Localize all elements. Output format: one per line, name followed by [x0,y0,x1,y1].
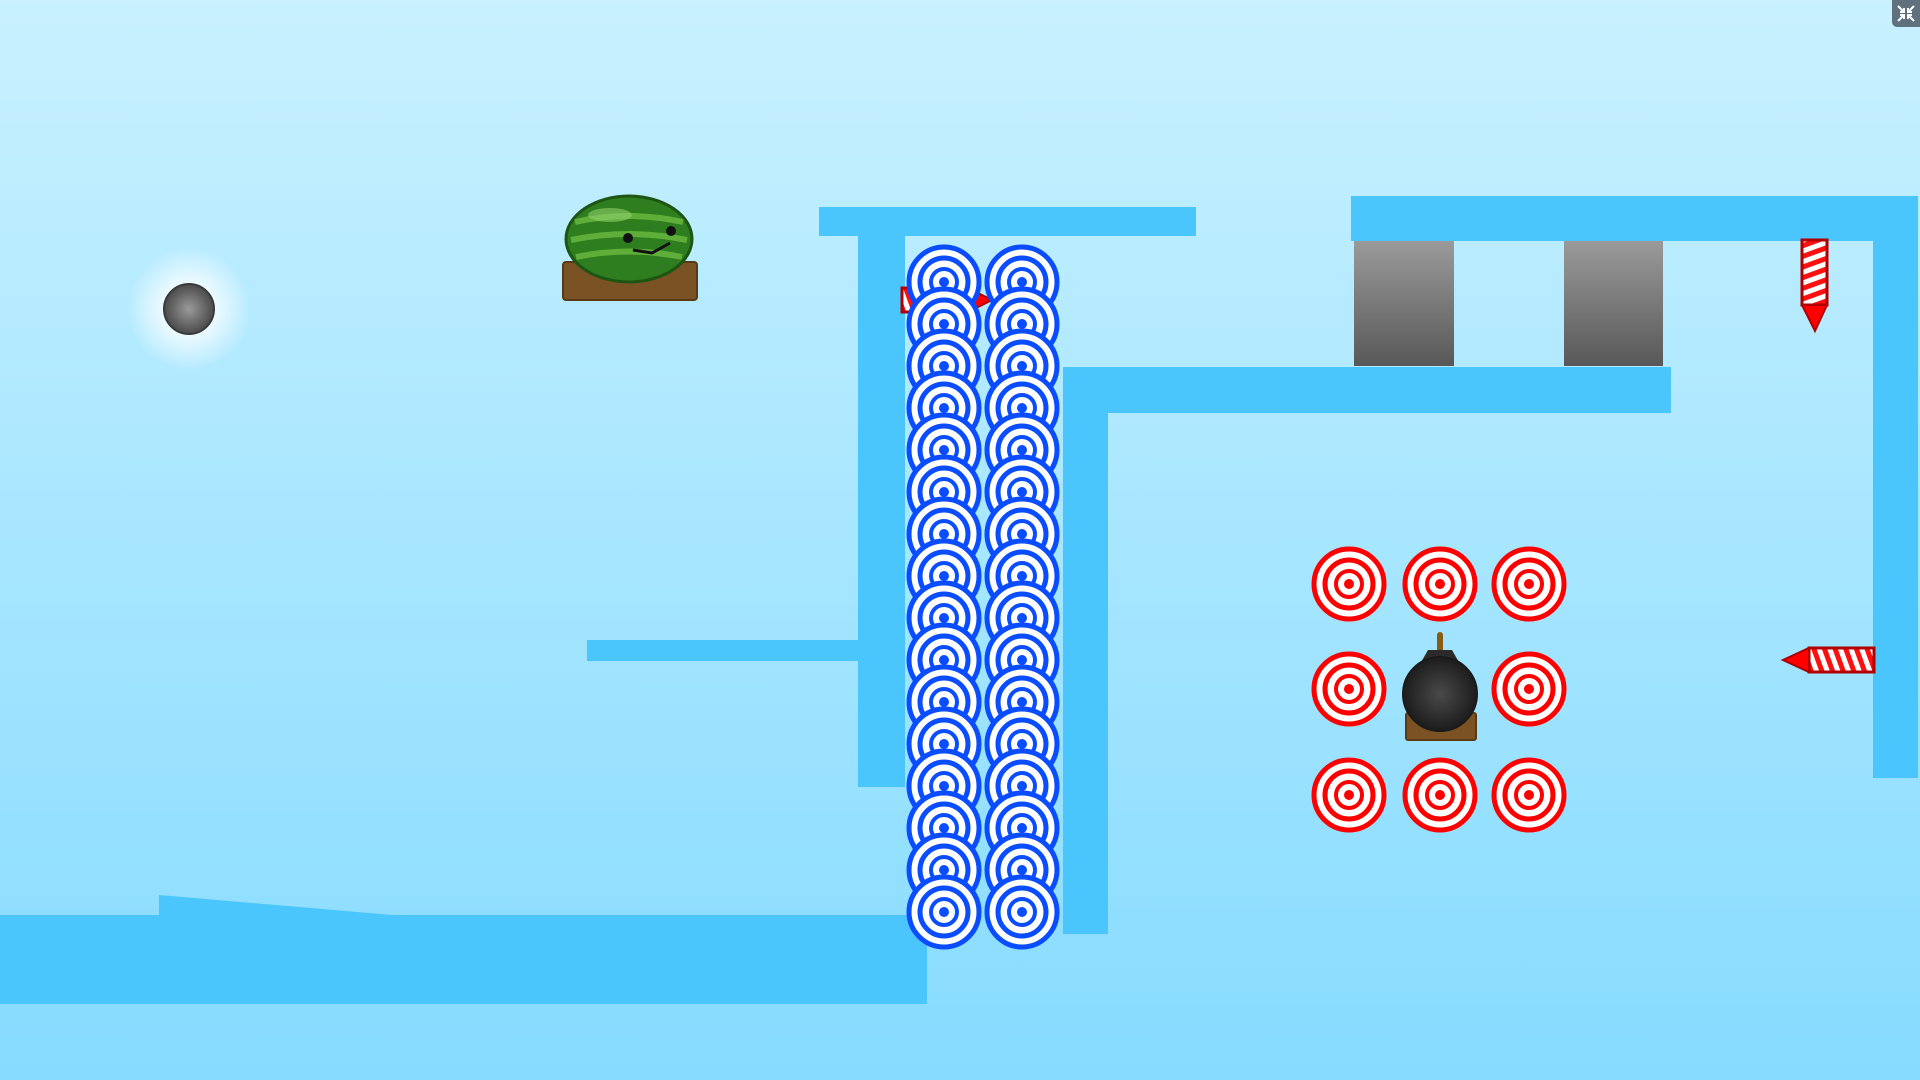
firework-rocket[interactable] [1800,238,1829,334]
blue-target[interactable] [906,874,982,950]
red-target[interactable] [1311,651,1387,727]
left-vertical-wall [858,236,905,787]
red-target[interactable] [1311,757,1387,833]
red-target[interactable] [1311,546,1387,622]
red-target[interactable] [1491,651,1567,727]
blue-target[interactable] [984,874,1060,950]
red-target[interactable] [1402,546,1478,622]
middle-horizontal-bar [1108,367,1671,413]
firework-rocket[interactable] [1780,646,1876,674]
watermelon-character[interactable] [562,194,698,301]
walls [0,196,1918,1004]
middle-vertical-wall [1063,367,1108,934]
ground [0,915,927,1004]
gray-block[interactable] [1354,241,1454,366]
top-left-bar [819,207,1196,236]
bomb[interactable] [1402,632,1478,741]
exit-fullscreen-button[interactable] [1892,0,1920,27]
red-target[interactable] [1491,757,1567,833]
exit-fullscreen-icon [1897,5,1915,22]
ground-slope [159,895,392,915]
red-target[interactable] [1402,757,1478,833]
ledge [587,640,858,661]
right-vertical-wall [1873,241,1918,778]
gray-block[interactable] [1564,241,1663,366]
red-target[interactable] [1491,546,1567,622]
top-right-bar [1351,196,1918,241]
glowing-ball[interactable] [127,247,251,371]
